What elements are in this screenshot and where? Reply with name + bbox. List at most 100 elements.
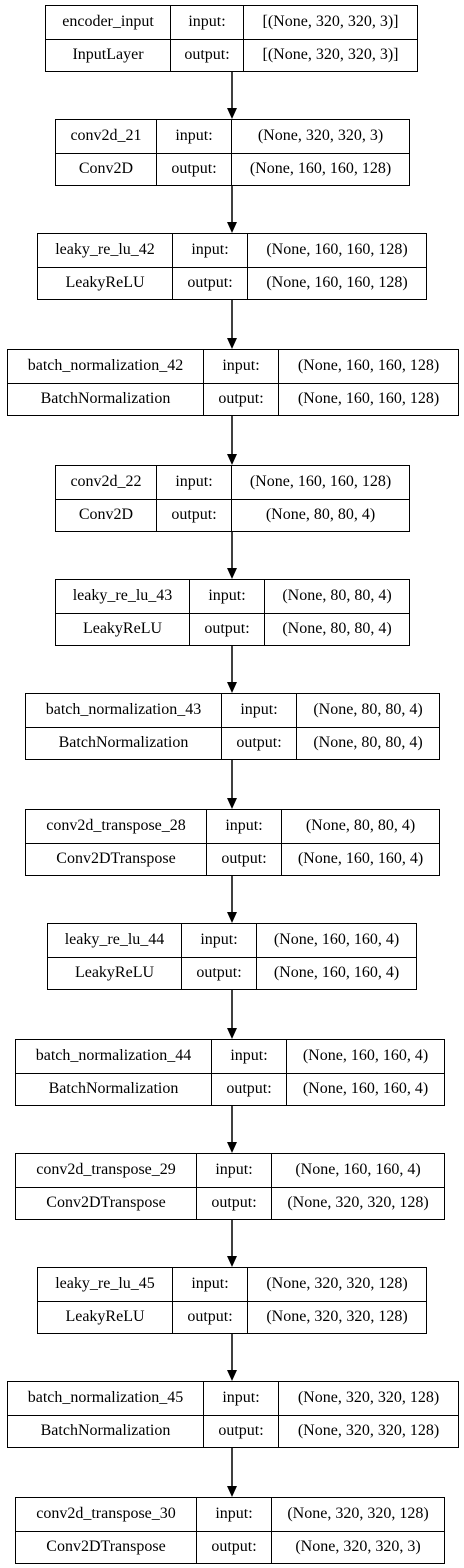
input-shape: (None, 160, 160, 128) xyxy=(247,234,426,267)
output-shape: (None, 320, 320, 128) xyxy=(278,1415,458,1447)
input-label: input: xyxy=(156,120,231,153)
input-shape: (None, 320, 320, 128) xyxy=(247,1268,426,1301)
output-label: output: xyxy=(203,1415,278,1447)
layer-input-row: batch_normalization_43 input:(None, 80, 8… xyxy=(26,694,439,727)
arrowhead-icon xyxy=(227,222,237,233)
input-shape: (None, 320, 320, 128) xyxy=(271,1498,444,1531)
output-label: output: xyxy=(172,1301,247,1333)
arrowhead-icon xyxy=(227,338,237,349)
arrowhead-icon xyxy=(227,568,237,579)
output-label: output: xyxy=(189,613,264,645)
layer-output-row: Conv2D output:(None, 160, 160, 128) xyxy=(56,152,409,185)
layer-type: LeakyReLU xyxy=(65,1308,145,1326)
input-label: input: xyxy=(203,350,278,383)
layer-name: batch_normalization_44 xyxy=(35,1047,192,1065)
arrowhead-icon xyxy=(227,1486,237,1497)
layer-type: BatchNormalization xyxy=(40,390,171,408)
layer-name: leaky_re_lu_42 xyxy=(55,241,155,259)
layer-output-row: Conv2DTranspose output:(None, 160, 160, 4… xyxy=(26,842,439,875)
input-shape: (None, 80, 80, 4) xyxy=(296,694,439,727)
output-label: output: xyxy=(170,39,243,71)
output-label: output: xyxy=(196,1187,271,1219)
input-shape: (None, 160, 160, 4) xyxy=(256,924,416,957)
layer-name: leaky_re_lu_44 xyxy=(64,931,165,949)
input-shape: (None, 80, 80, 4) xyxy=(281,810,439,843)
input-label: input: xyxy=(156,466,231,499)
input-label: input: xyxy=(181,924,256,957)
input-shape: (None, 160, 160, 128) xyxy=(231,466,409,499)
arrowhead-icon xyxy=(227,108,237,119)
output-label: output: xyxy=(196,1531,271,1563)
arrowhead-icon xyxy=(227,1028,237,1039)
layer-type: Conv2D xyxy=(78,506,134,524)
output-label: output: xyxy=(156,499,231,531)
output-shape: (None, 160, 160, 4) xyxy=(281,843,439,875)
layer-input-row: conv2d_transpose_30 input:(None, 320, 320… xyxy=(16,1498,444,1531)
output-shape: (None, 80, 80, 4) xyxy=(296,727,439,759)
layer-node: conv2d_transpose_30 input:(None, 320, 320… xyxy=(15,1497,445,1564)
layer-node: leaky_re_lu_44 input:(None, 160, 160, 4)L… xyxy=(47,923,417,990)
output-shape: (None, 160, 160, 128) xyxy=(278,383,458,415)
output-shape: (None, 320, 320, 128) xyxy=(247,1301,426,1333)
input-shape: (None, 80, 80, 4) xyxy=(264,580,409,613)
layer-type: BatchNormalization xyxy=(40,1422,171,1440)
output-shape: (None, 160, 160, 128) xyxy=(247,267,426,299)
output-shape: (None, 320, 320, 3) xyxy=(271,1531,444,1563)
layer-name: batch_normalization_43 xyxy=(45,701,202,719)
input-label: input: xyxy=(196,1498,271,1531)
layer-output-row: BatchNormalization output:(None, 320, 320… xyxy=(8,1414,458,1447)
output-label: output: xyxy=(156,153,231,185)
input-label: input: xyxy=(211,1040,286,1073)
layer-output-row: Conv2DTranspose output:(None, 320, 320, 3… xyxy=(16,1530,444,1563)
arrowhead-icon xyxy=(227,454,237,465)
input-shape: (None, 160, 160, 128) xyxy=(278,350,458,383)
output-shape: (None, 160, 160, 128) xyxy=(231,153,409,185)
layer-type: Conv2D xyxy=(78,160,134,178)
layer-name: conv2d_transpose_30 xyxy=(36,1505,176,1523)
output-label: output: xyxy=(221,727,296,759)
input-shape: (None, 160, 160, 4) xyxy=(271,1154,444,1187)
layer-type: InputLayer xyxy=(72,46,144,64)
layer-name: conv2d_transpose_28 xyxy=(46,817,186,835)
arrowhead-icon xyxy=(227,1142,237,1153)
layer-type: Conv2DTranspose xyxy=(46,1538,166,1556)
layer-name: conv2d_21 xyxy=(70,127,142,145)
layer-output-row: Conv2D output:(None, 80, 80, 4) xyxy=(56,498,409,531)
input-label: input: xyxy=(172,234,247,267)
layer-type: BatchNormalization xyxy=(58,734,189,752)
output-shape: (None, 320, 320, 128) xyxy=(271,1187,444,1219)
input-label: input: xyxy=(221,694,296,727)
output-label: output: xyxy=(206,843,281,875)
output-shape: [(None, 320, 320, 3)] xyxy=(243,39,417,71)
layer-output-row: BatchNormalization output:(None, 80, 80, … xyxy=(26,726,439,759)
input-label: input: xyxy=(189,580,264,613)
layer-input-row: leaky_re_lu_42 input:(None, 160, 160, 128… xyxy=(38,234,426,267)
input-shape: (None, 320, 320, 128) xyxy=(278,1382,458,1415)
layer-type: Conv2DTranspose xyxy=(56,850,176,868)
layer-name: batch_normalization_42 xyxy=(27,357,184,375)
input-label: input: xyxy=(203,1382,278,1415)
output-shape: (None, 80, 80, 4) xyxy=(231,499,409,531)
